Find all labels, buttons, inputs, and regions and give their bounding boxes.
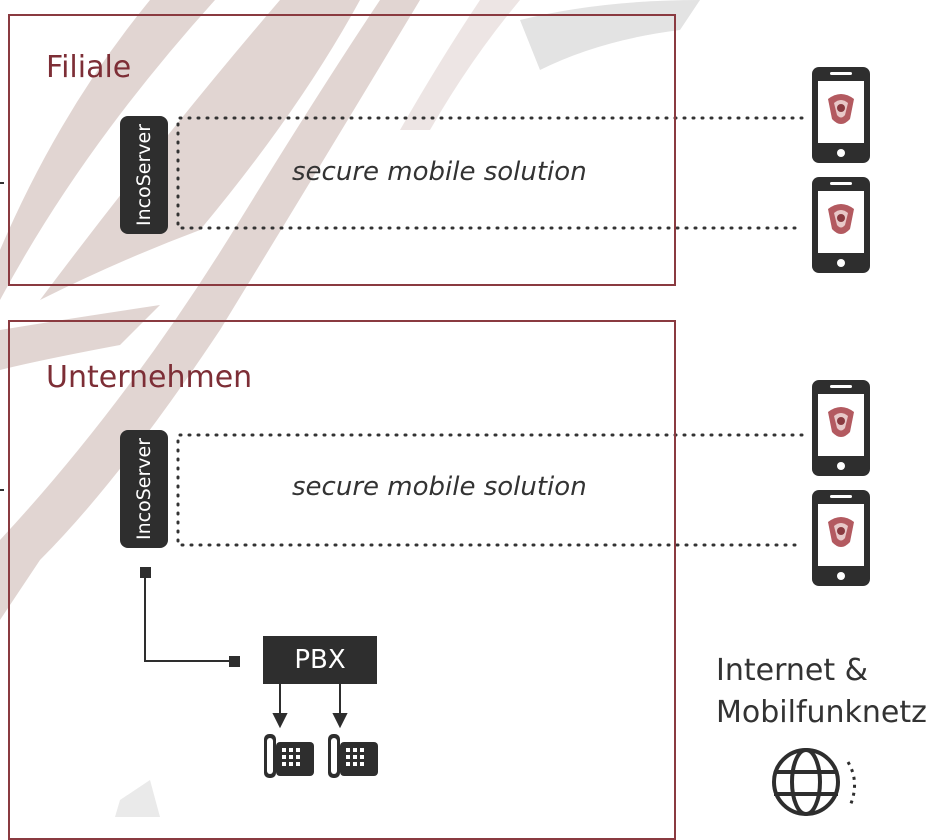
desk-phone-icon bbox=[328, 734, 378, 778]
desk-phone-icon bbox=[264, 734, 314, 778]
filiale-incoserver: IncoServer bbox=[120, 116, 168, 234]
filiale-title: Filiale bbox=[46, 50, 132, 85]
server-label: IncoServer bbox=[133, 437, 155, 541]
smartphone-icon bbox=[812, 177, 870, 273]
filiale-connection bbox=[176, 116, 804, 230]
server-label: IncoServer bbox=[133, 123, 155, 227]
filiale-box bbox=[8, 14, 676, 286]
unternehmen-connection bbox=[176, 433, 804, 547]
unternehmen-connection-label: secure mobile solution bbox=[292, 472, 587, 502]
network-label: Internet & Mobilfunknetz bbox=[716, 650, 927, 734]
pbx-arrows bbox=[272, 684, 348, 729]
smartphone-icon bbox=[812, 380, 870, 476]
globe-icon bbox=[772, 748, 856, 816]
network-label-line2: Mobilfunknetz bbox=[716, 695, 927, 730]
network-label-line1: Internet & bbox=[716, 653, 869, 688]
unternehmen-incoserver: IncoServer bbox=[120, 430, 168, 548]
smartphone-icon bbox=[812, 67, 870, 163]
unternehmen-title: Unternehmen bbox=[46, 360, 253, 395]
smartphone-icon bbox=[812, 490, 870, 586]
background-haze bbox=[115, 0, 700, 817]
pbx-box: PBX bbox=[263, 636, 377, 684]
filiale-connection-label: secure mobile solution bbox=[292, 157, 587, 187]
server-pbx-connector bbox=[140, 567, 240, 667]
unternehmen-box bbox=[8, 320, 676, 840]
